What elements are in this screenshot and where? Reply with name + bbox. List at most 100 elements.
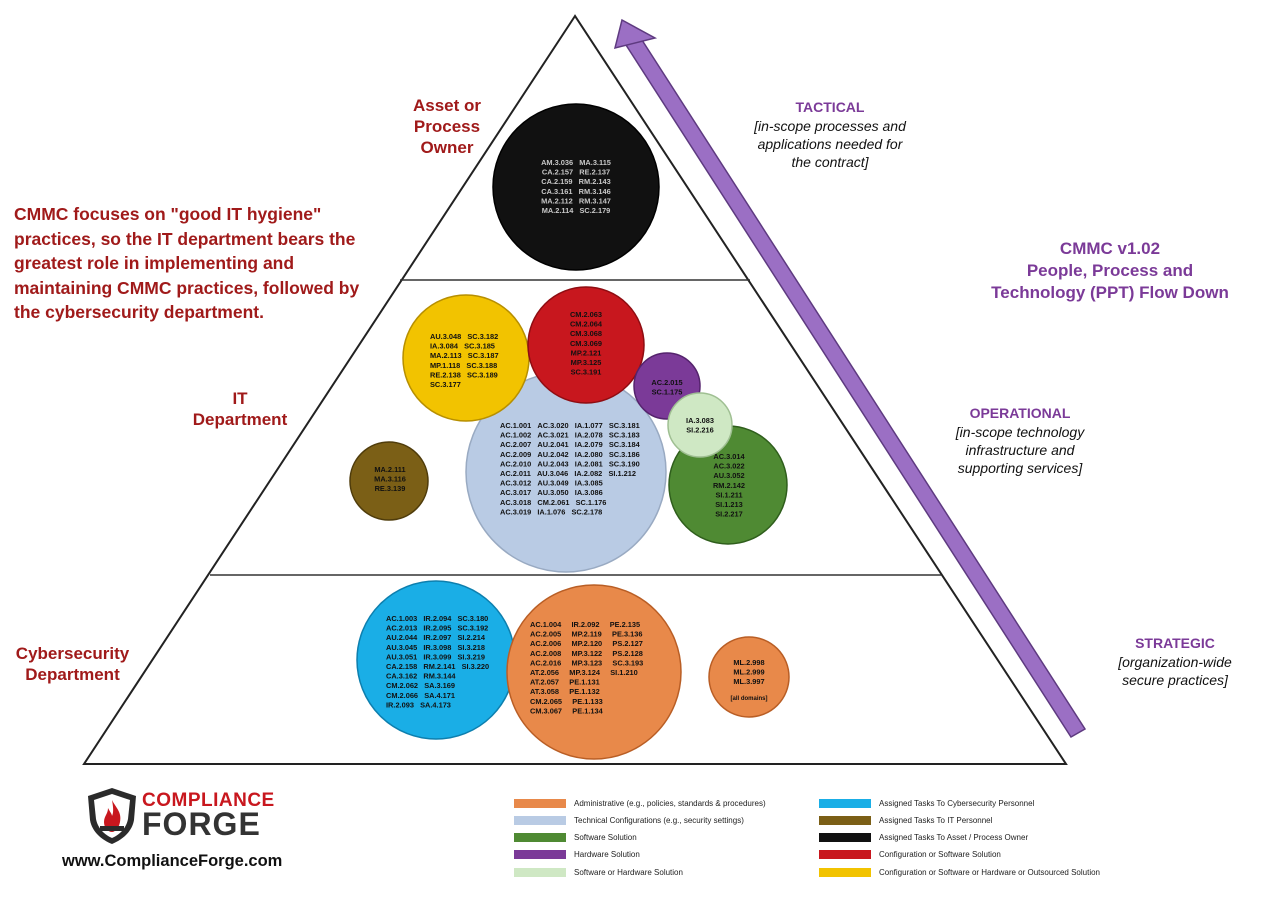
code-line: AM.3.036 MA.3.115 xyxy=(541,158,611,167)
website-url[interactable]: www.ComplianceForge.com xyxy=(62,852,283,870)
legend-label: Hardware Solution xyxy=(574,850,640,860)
code-line: AC.1.003 IR.2.094 SC.3.180 xyxy=(386,614,488,623)
legend-swatch xyxy=(514,798,566,808)
legend-label: Software Solution xyxy=(574,833,637,843)
code-line: AU.3.051 IR.3.099 SI.3.219 xyxy=(386,652,485,661)
code-line: ML.3.997 xyxy=(733,677,764,686)
legend-swatch xyxy=(514,815,566,825)
legend-label: Configuration or Software or Hardware or… xyxy=(879,867,1100,877)
code-line: MP.3.125 xyxy=(571,358,602,367)
legend-swatch xyxy=(819,850,871,860)
code-line: AC.2.006 MP.2.120 PS.2.127 xyxy=(530,639,643,648)
code-line: AU.2.044 IR.2.097 SI.2.214 xyxy=(386,633,486,642)
legend-item: Software Solution xyxy=(514,832,637,844)
code-line: AU.3.045 IR.3.098 SI.3.218 xyxy=(386,643,485,652)
bubble-lightgreen xyxy=(667,392,733,458)
code-line: AC.3.019 IA.1.076 SC.2.178 xyxy=(500,507,602,516)
code-line: CM.2.066 SA.4.171 xyxy=(386,691,455,700)
code-line: AC.2.008 MP.3.122 PS.2.128 xyxy=(530,649,643,658)
code-line: AC.3.018 CM.2.061 SC.1.176 xyxy=(500,498,606,507)
legend-label: Assigned Tasks To Cybersecurity Personne… xyxy=(879,798,1035,808)
code-line: SI.1.213 xyxy=(715,500,743,509)
legend-swatch xyxy=(514,850,566,860)
legend-label: Software or Hardware Solution xyxy=(574,867,683,877)
code-line: SI.2.216 xyxy=(686,426,714,435)
legend-item: Administrative (e.g., policies, standard… xyxy=(514,797,766,809)
code-line: MA.2.111 xyxy=(374,465,405,474)
code-line: MP.2.121 xyxy=(571,348,602,357)
bubble-small-orange xyxy=(708,636,790,718)
legend-label: Assigned Tasks To IT Personnel xyxy=(879,815,993,825)
code-line: AC.3.012 AU.3.049 IA.3.085 xyxy=(500,479,603,488)
bubble-orange xyxy=(506,584,682,760)
code-line: AC.2.015 xyxy=(651,378,682,387)
code-line: MA.2.113 SC.3.187 xyxy=(430,351,499,360)
small-orange-note: [all domains] xyxy=(730,696,767,702)
code-line: AC.3.014 xyxy=(713,452,745,461)
intro-text: CMMC focuses on "good IT hygiene" practi… xyxy=(14,204,360,322)
code-line: ML.2.999 xyxy=(733,668,764,677)
legend-label: Administrative (e.g., policies, standard… xyxy=(574,798,766,808)
code-line: CM.2.063 xyxy=(570,310,602,319)
legend-swatch xyxy=(514,833,566,843)
legend-item: Technical Configurations (e.g., security… xyxy=(514,814,744,826)
legend-label: Configuration or Software Solution xyxy=(879,850,1001,860)
code-line: MA.3.116 xyxy=(374,475,406,484)
code-line: AU.3.048 SC.3.182 xyxy=(430,332,498,341)
code-line: AC.3.022 xyxy=(713,462,744,471)
code-line: AC.2.016 MP.3.123 SC.3.193 xyxy=(530,658,643,667)
code-line: CA.3.162 RM.3.144 xyxy=(386,672,456,681)
legend-item: Hardware Solution xyxy=(514,849,640,861)
code-line: SI.2.217 xyxy=(715,510,743,519)
code-line: CA.2.157 RE.2.137 xyxy=(542,168,610,177)
code-line: AC.3.017 AU.3.050 IA.3.086 xyxy=(500,488,603,497)
code-line: IA.3.084 SC.3.185 xyxy=(430,342,495,351)
code-line: AC.2.005 MP.2.119 PE.3.136 xyxy=(530,630,642,639)
bubble-red xyxy=(527,286,645,404)
code-line: IA.3.083 xyxy=(686,416,714,425)
logo-word-forge: FORGE xyxy=(142,806,261,842)
flame-shield-icon xyxy=(88,788,136,844)
legend-swatch xyxy=(514,867,566,877)
code-line: ML.2.998 xyxy=(733,658,764,667)
logo-word-compliance: COMPLIANCE xyxy=(142,790,275,811)
code-line: AC.2.011 AU.3.046 IA.2.082 SI.1.212 xyxy=(500,469,636,478)
code-line: AC.2.007 AU.2.041 IA.2.079 SC.3.184 xyxy=(500,440,641,449)
code-line: IR.2.093 SA.4.173 xyxy=(386,700,451,709)
code-line: AC.2.013 IR.2.095 SC.3.192 xyxy=(386,624,488,633)
code-line: CA.3.161 RM.3.146 xyxy=(541,187,610,196)
code-line: AC.2.010 AU.2.043 IA.2.081 SC.3.190 xyxy=(500,459,640,468)
code-line: AC.2.009 AU.2.042 IA.2.080 SC.3.186 xyxy=(500,450,640,459)
code-line: MA.2.114 SC.2.179 xyxy=(542,206,611,215)
code-line: AT.3.058 PE.1.132 xyxy=(530,687,600,696)
code-line: AU.3.052 xyxy=(713,471,744,480)
code-line: MA.2.112 RM.3.147 xyxy=(541,196,611,205)
legend-item: Assigned Tasks To Asset / Process Owner xyxy=(819,832,1028,844)
code-line: CA.2.159 RM.2.143 xyxy=(541,177,610,186)
legend-swatch xyxy=(819,867,871,877)
legend-label: Assigned Tasks To Asset / Process Owner xyxy=(879,833,1029,843)
level-tactical-name: TACTICAL xyxy=(795,99,865,115)
level-strategic-name: STRATEGIC xyxy=(1135,635,1215,651)
code-line: SI.1.211 xyxy=(715,490,742,499)
code-line: SC.3.177 xyxy=(430,380,461,389)
code-line: RE.2.138 SC.3.189 xyxy=(430,370,498,379)
code-line: CM.3.067 PE.1.134 xyxy=(530,706,604,715)
legend-swatch xyxy=(819,798,871,808)
code-line: CM.2.065 PE.1.133 xyxy=(530,697,603,706)
